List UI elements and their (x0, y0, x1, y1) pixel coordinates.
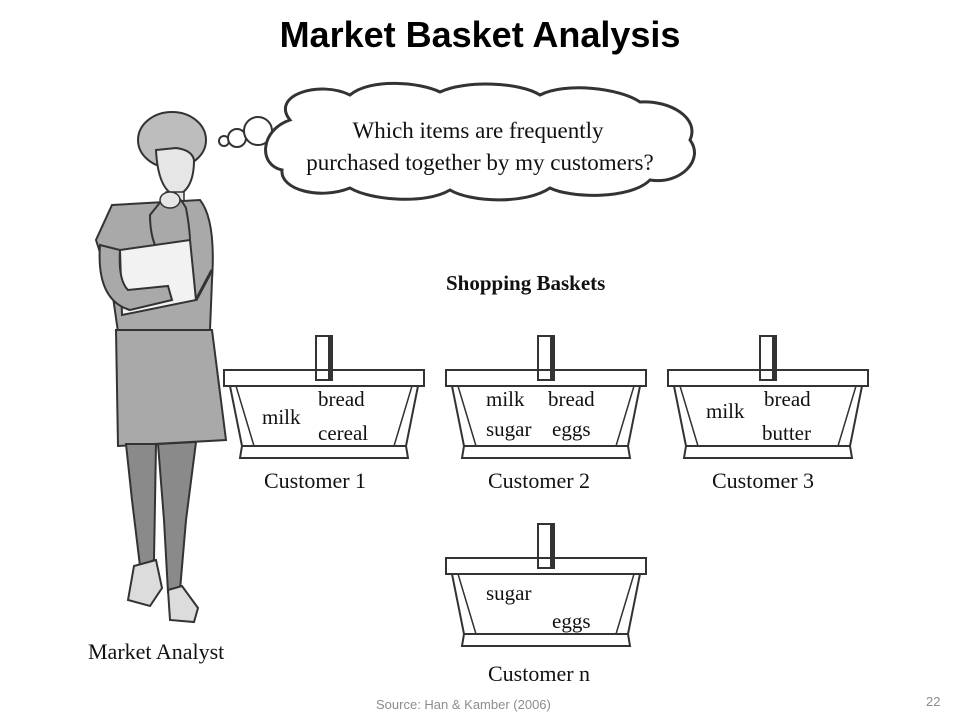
analyst-figure (94, 111, 228, 624)
basket-n-customer-label: Customer n (488, 661, 590, 686)
basket-2-customer-label: Customer 2 (488, 468, 590, 493)
page-number: 22 (926, 694, 941, 709)
thought-bubble: Which items are frequently purchased tog… (218, 81, 696, 202)
thought-line-1: Which items are frequently (353, 118, 604, 143)
thought-line-2: purchased together by my customers? (306, 150, 653, 175)
basket-1-item-cereal: cereal (318, 421, 368, 445)
basket-2-item-sugar: sugar (486, 417, 532, 441)
basket-3-item-milk: milk (706, 399, 745, 423)
analyst-label: Market Analyst (88, 639, 224, 664)
basket-n-item-sugar: sugar (486, 581, 532, 605)
basket-n-item-eggs: eggs (552, 609, 591, 633)
source-citation: Source: Han & Kamber (2006) (376, 697, 551, 712)
shopping-baskets-heading: Shopping Baskets (446, 271, 605, 295)
thought-cloud (264, 81, 696, 202)
basket-1-customer-label: Customer 1 (264, 468, 366, 493)
slide-title: Market Basket Analysis (279, 14, 681, 55)
basket-customer-2 (445, 335, 647, 459)
basket-3-item-bread: bread (764, 387, 811, 411)
basket-2-item-milk: milk (486, 387, 525, 411)
basket-1-item-bread: bread (318, 387, 365, 411)
basket-2-item-bread: bread (548, 387, 595, 411)
basket-customer-n (445, 523, 647, 647)
basket-1-item-milk: milk (262, 405, 301, 429)
basket-3-item-butter: butter (762, 421, 811, 445)
basket-customer-1 (223, 335, 425, 459)
basket-customer-3 (667, 335, 869, 459)
basket-2-item-eggs: eggs (552, 417, 591, 441)
basket-3-customer-label: Customer 3 (712, 468, 814, 493)
